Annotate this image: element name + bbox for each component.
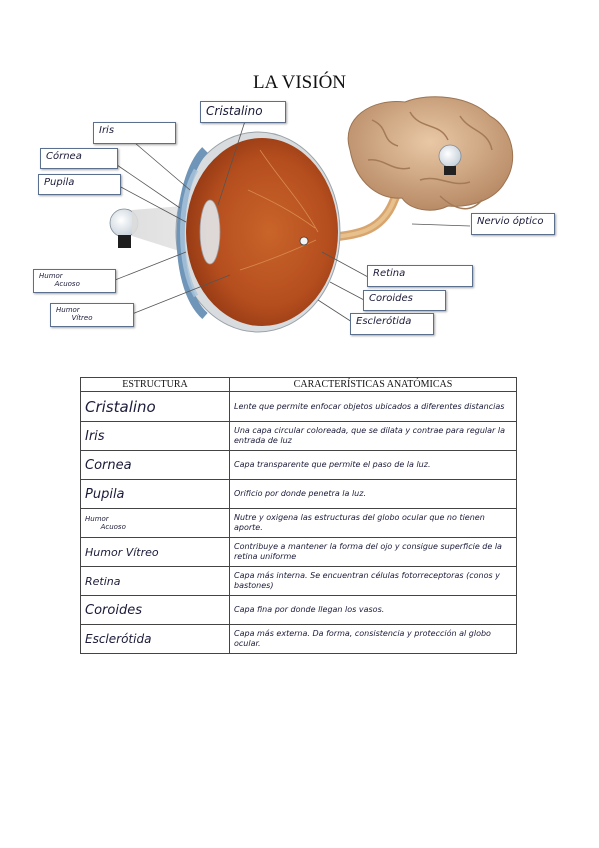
- label-nervio-optico: Nervio óptico: [471, 213, 555, 235]
- structure-name: Cornea: [80, 450, 230, 480]
- structure-description: Una capa circular coloreada, que se dila…: [229, 421, 517, 451]
- header-estructura: ESTRUCTURA: [80, 377, 230, 392]
- structure-description: Capa más externa. Da forma, consistencia…: [229, 624, 517, 654]
- brain-bulb-illustration: [438, 144, 462, 175]
- header-caracteristicas: CARACTERÍSTICAS ANATÓMICAS: [229, 377, 517, 392]
- structure-name: Retina: [80, 566, 230, 596]
- structure-description: Orificio por donde penetra la luz.: [229, 479, 517, 509]
- structure-name: Cristalino: [80, 391, 230, 422]
- label-cristalino: Cristalino: [200, 101, 286, 123]
- label-esclerotida: Esclerótida: [350, 313, 434, 335]
- table-row: Cristalino Lente que permite enfocar obj…: [80, 391, 517, 422]
- table-row: Iris Una capa circular coloreada, que se…: [80, 421, 517, 451]
- brain-illustration: [347, 96, 514, 211]
- structure-description: Nutre y oxigena las estructuras del glob…: [229, 508, 517, 538]
- structure-description: Contribuye a mantener la forma del ojo y…: [229, 537, 517, 567]
- structure-name: Coroides: [80, 595, 230, 625]
- eye-diagram: [109, 96, 514, 333]
- structure-name: Humor Vítreo: [80, 537, 230, 567]
- structure-name: Esclerótida: [80, 624, 230, 654]
- anatomy-table: ESTRUCTURA CARACTERÍSTICAS ANATÓMICAS Cr…: [80, 377, 517, 654]
- label-coroides: Coroides: [363, 290, 446, 311]
- structure-name: Iris: [80, 421, 230, 451]
- table-header-row: ESTRUCTURA CARACTERÍSTICAS ANATÓMICAS: [80, 377, 517, 392]
- structure-name: Pupila: [80, 479, 230, 509]
- table-row: Retina Capa más interna. Se encuentran c…: [80, 566, 517, 596]
- label-cornea: Córnea: [40, 148, 118, 169]
- structure-description: Lente que permite enfocar objetos ubicad…: [229, 391, 517, 422]
- label-iris: Iris: [93, 122, 176, 144]
- label-pupila: Pupila: [38, 174, 121, 195]
- table-row: Esclerótida Capa más externa. Da forma, …: [80, 624, 517, 654]
- label-humor-vitreo: Humor Vítreo: [50, 303, 134, 327]
- structure-name: Humor Acuoso: [80, 508, 230, 538]
- table-row: Humor Acuoso Nutre y oxigena las estruct…: [80, 508, 517, 538]
- label-humor-acuoso: Humor Acuoso: [33, 269, 116, 293]
- label-pointers: [114, 117, 471, 323]
- label-retina: Retina: [367, 265, 473, 287]
- page-title: LA VISIÓN: [252, 72, 347, 93]
- table-row: Coroides Capa fina por donde llegan los …: [80, 595, 517, 625]
- table-row: Cornea Capa transparente que permite el …: [80, 450, 517, 480]
- light-bulb-illustration: [109, 208, 139, 248]
- table-row: Humor Vítreo Contribuye a mantener la fo…: [80, 537, 517, 567]
- structure-description: Capa fina por donde llegan los vasos.: [229, 595, 517, 625]
- eye-illustration: [175, 131, 341, 333]
- structure-description: Capa transparente que permite el paso de…: [229, 450, 517, 480]
- table-row: Pupila Orificio por donde penetra la luz…: [80, 479, 517, 509]
- structure-description: Capa más interna. Se encuentran células …: [229, 566, 517, 596]
